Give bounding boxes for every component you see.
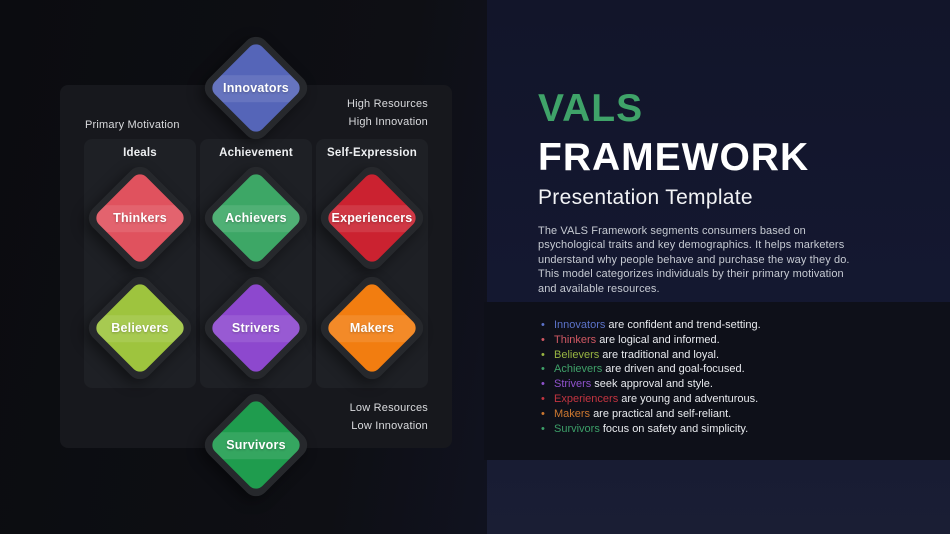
axis-label-low-innovation: Low Innovation	[351, 420, 428, 432]
bullet-dot: •	[541, 392, 545, 405]
bullet-term: Makers	[554, 407, 591, 420]
axis-label-primary-motivation: Primary Motivation	[85, 119, 180, 131]
bullet-term: Thinkers	[554, 333, 597, 346]
column-self-expression-label: Self-Expression	[327, 147, 417, 159]
description-line: The VALS Framework segments consumers ba…	[538, 225, 806, 237]
description-line: This model categorizes individuals by th…	[538, 268, 844, 281]
bullet-dot: •	[541, 378, 545, 391]
diamond-label: Makers	[349, 321, 395, 335]
bullet-dot: •	[541, 333, 545, 346]
diamond-label: Achievers	[225, 211, 287, 225]
column-achievement-label: Achievement	[219, 147, 293, 159]
description-line: and available resources.	[538, 282, 660, 295]
bullet-text: are young and adventurous.	[621, 392, 759, 405]
title-accent: VALS	[538, 87, 644, 130]
bullet-dot: •	[541, 319, 545, 331]
bullet-text: are practical and self-reliant.	[593, 407, 732, 420]
bullet-term: Achievers	[554, 363, 603, 376]
diamond-label: Experiencers	[331, 211, 413, 225]
bullet-dot: •	[541, 363, 545, 376]
axis-label-high-resources: High Resources	[346, 98, 428, 110]
bullet-term: Innovators	[554, 319, 606, 331]
bullet-text: are logical and informed.	[599, 333, 720, 346]
bullet-text: are traditional and loyal.	[602, 348, 720, 361]
diamond-label: Believers	[111, 321, 169, 335]
diamond-label: Innovators	[223, 81, 289, 95]
description: The VALS Framework segments consumers ba…	[538, 224, 850, 296]
axis-label-high-innovation: High Innovation	[348, 116, 428, 128]
column-ideals-label: Ideals	[123, 147, 157, 159]
bullet-text: seek approval and style.	[594, 378, 713, 391]
description-line: psychological traits and key demographic…	[538, 239, 845, 252]
bullet-text: focus on safety and simplicity.	[602, 422, 749, 435]
bullet-term: Strivers	[554, 378, 592, 391]
bullet-term: Survivors	[554, 422, 600, 435]
subtitle: Presentation Template	[538, 186, 753, 209]
diamond-label: Survivors	[226, 438, 286, 452]
diamond-label: Thinkers	[113, 211, 167, 225]
axis-label-low-resources: Low Resources	[349, 402, 428, 414]
diamond-label: Strivers	[231, 321, 281, 335]
bullet-dot: •	[541, 348, 545, 361]
bullet-dot: •	[541, 422, 545, 435]
bullet-text: are driven and goal-focused.	[605, 363, 745, 376]
description-line: understand why people behave and purchas…	[538, 253, 850, 266]
bullet-term: Experiencers	[554, 392, 619, 405]
bullet-term: Believers	[554, 348, 600, 361]
title-main: FRAMEWORK	[538, 136, 810, 179]
bullet-dot: •	[541, 407, 545, 420]
bullet-text: are confident and trend-setting.	[608, 319, 761, 331]
